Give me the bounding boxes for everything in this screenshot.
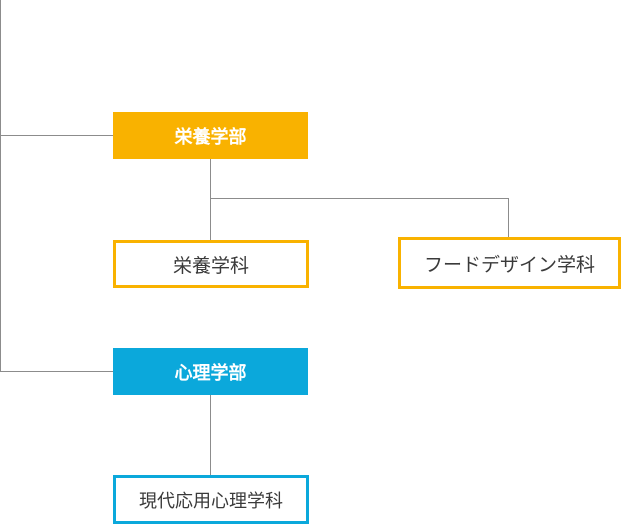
branch-line-nutrition bbox=[0, 135, 113, 136]
psychology-down-line bbox=[210, 395, 211, 476]
nutrition-down-line bbox=[210, 158, 211, 241]
course-applied-psychology-box: 現代応用心理学科 bbox=[113, 475, 309, 524]
dept-psychology-box: 心理学部 bbox=[113, 348, 308, 395]
branch-line-psychology bbox=[0, 371, 113, 372]
nutrition-split-line bbox=[210, 198, 509, 199]
food-design-down-line bbox=[508, 198, 509, 238]
course-nutrition-box: 栄養学科 bbox=[113, 240, 309, 288]
course-food-design-box: フードデザイン学科 bbox=[398, 237, 621, 289]
dept-nutrition-box: 栄養学部 bbox=[113, 112, 308, 159]
trunk-line bbox=[0, 0, 1, 372]
